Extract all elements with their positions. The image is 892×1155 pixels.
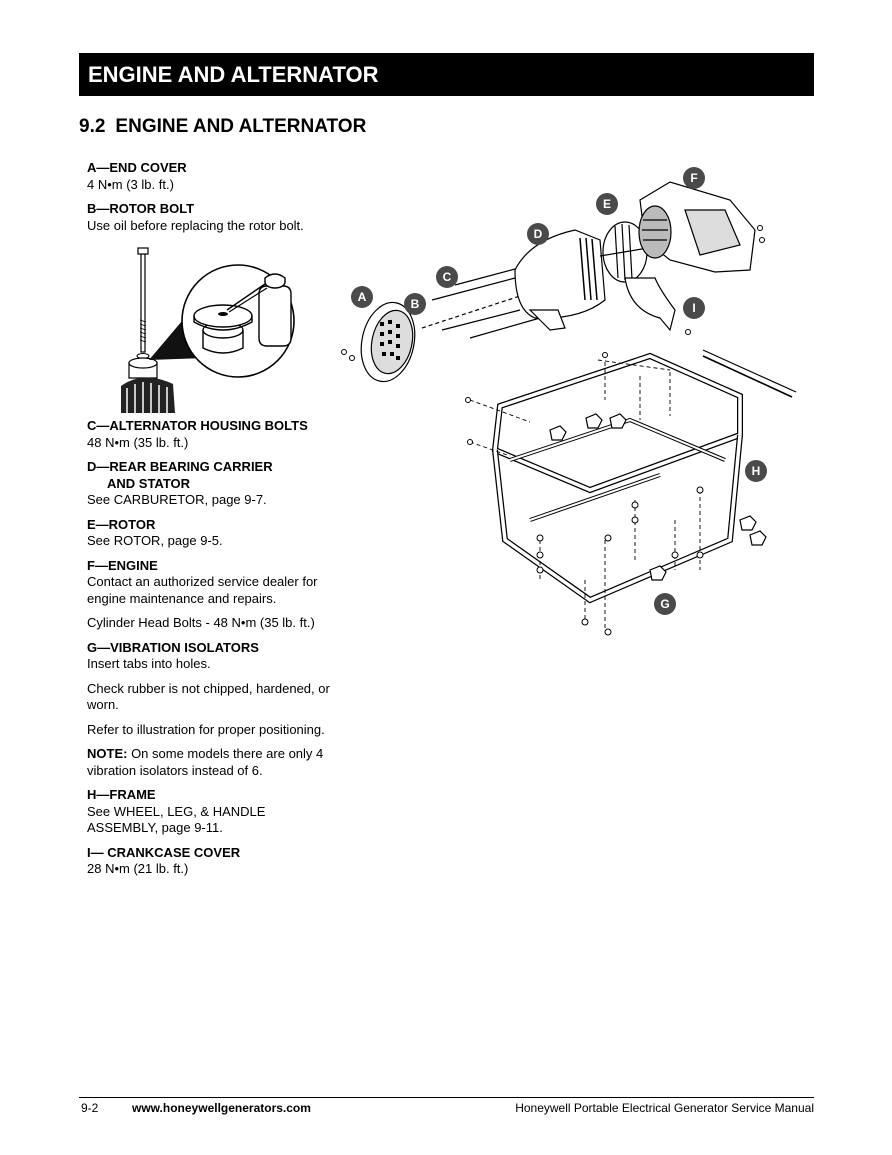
- notes-column-bottom: C—ALTERNATOR HOUSING BOLTS 48 N•m (35 lb…: [87, 418, 337, 886]
- item-a-text: 4 N•m (3 lb. ft.): [87, 176, 174, 192]
- callout-h: H: [745, 460, 767, 482]
- item-i-text: 28 N•m (21 lb. ft.): [87, 861, 189, 876]
- item-g-text-1: Insert tabs into holes.: [87, 656, 211, 671]
- callout-d: D: [527, 223, 549, 245]
- callout-g: G: [654, 593, 676, 615]
- callout-c-label: C: [443, 270, 452, 284]
- notes-column-top: A—END COVER 4 N•m (3 lb. ft.) B—ROTOR BO…: [87, 160, 337, 242]
- item-g: G—VIBRATION ISOLATORS Insert tabs into h…: [87, 640, 337, 780]
- callout-e-circle: [596, 193, 618, 215]
- item-e-text: See ROTOR, page 9-5.: [87, 533, 223, 548]
- item-e: E—ROTOR See ROTOR, page 9-5.: [87, 517, 337, 550]
- callout-h-label: H: [752, 464, 761, 478]
- callout-h-circle: [745, 460, 767, 482]
- footer-website: www.honeywellgenerators.com: [132, 1101, 311, 1115]
- item-c-label: C—ALTERNATOR HOUSING BOLTS: [87, 418, 308, 433]
- section-title: 9.2 ENGINE AND ALTERNATOR: [79, 116, 366, 138]
- item-h-label: H—FRAME: [87, 787, 156, 802]
- callout-c-circle: [436, 266, 458, 288]
- item-d-label-line2: AND STATOR: [107, 475, 191, 491]
- rotor-bolt-illustration: [121, 247, 295, 413]
- item-h-text: See WHEEL, LEG, & HANDLE ASSEMBLY, page …: [87, 803, 266, 836]
- callout-f-label: F: [690, 171, 697, 185]
- item-h: H—FRAME See WHEEL, LEG, & HANDLE ASSEMBL…: [87, 787, 337, 837]
- note-text: On some models there are only 4 vibratio…: [87, 746, 324, 778]
- item-f-text-2: Cylinder Head Bolts - 48 N•m (35 lb. ft.…: [87, 615, 315, 630]
- footer-manual-title: Honeywell Portable Electrical Generator …: [515, 1101, 814, 1115]
- item-d-label-line1: D—REAR BEARING CARRIER: [87, 459, 273, 474]
- footer-divider: [79, 1097, 814, 1098]
- callout-a-circle: [351, 286, 373, 308]
- callout-b: B: [404, 293, 426, 315]
- callout-d-circle: [527, 223, 549, 245]
- callout-g-circle: [654, 593, 676, 615]
- footer-page-number: 9-2: [81, 1101, 99, 1115]
- callout-e: E: [596, 193, 618, 215]
- item-a-label: A—END COVER: [87, 160, 187, 175]
- callout-i-circle: [683, 297, 705, 319]
- item-f-text-1: Contact an authorized service dealer for…: [87, 574, 318, 606]
- item-g-note: NOTE: On some models there are only 4 vi…: [87, 746, 337, 779]
- section-number: 9.2: [79, 116, 106, 137]
- item-f-label: F—ENGINE: [87, 557, 158, 573]
- callout-e-label: E: [603, 197, 611, 211]
- item-i-label: I— CRANKCASE COVER: [87, 844, 241, 860]
- item-f: F—ENGINE Contact an authorized service d…: [87, 558, 337, 632]
- item-g-text-2: Check rubber is not chipped, hardened, o…: [87, 680, 330, 713]
- callout-f-circle: [683, 167, 705, 189]
- callout-i-label: I: [692, 301, 695, 315]
- item-a: A—END COVER 4 N•m (3 lb. ft.): [87, 160, 337, 193]
- item-e-label: E—ROTOR: [87, 516, 156, 532]
- section-heading: ENGINE AND ALTERNATOR: [115, 116, 367, 137]
- callout-i: I: [683, 297, 705, 319]
- item-b: B—ROTOR BOLT Use oil before replacing th…: [87, 201, 337, 234]
- item-i: I— CRANKCASE COVER 28 N•m (21 lb. ft.): [87, 845, 337, 878]
- note-label: NOTE:: [87, 746, 128, 761]
- item-d-text: See CARBURETOR, page 9-7.: [87, 492, 267, 507]
- callout-b-circle: [404, 293, 426, 315]
- item-c-text: 48 N•m (35 lb. ft.): [87, 434, 189, 450]
- item-g-label: G—VIBRATION ISOLATORS: [87, 639, 259, 655]
- item-c: C—ALTERNATOR HOUSING BOLTS 48 N•m (35 lb…: [87, 418, 337, 451]
- callout-c: C: [436, 266, 458, 288]
- item-b-label: B—ROTOR BOLT: [87, 201, 195, 216]
- item-g-text-3: Refer to illustration for proper positio…: [87, 721, 325, 737]
- callout-b-label: B: [411, 297, 420, 311]
- item-b-text: Use oil before replacing the rotor bolt.: [87, 217, 304, 233]
- callout-d-label: D: [534, 227, 543, 241]
- callout-f: F: [683, 167, 705, 189]
- page-header: ENGINE AND ALTERNATOR: [79, 53, 814, 96]
- callout-g-label: G: [660, 597, 669, 611]
- exploded-view-illustration: [341, 181, 797, 636]
- callout-a-label: A: [358, 290, 367, 304]
- callout-a: A: [351, 286, 373, 308]
